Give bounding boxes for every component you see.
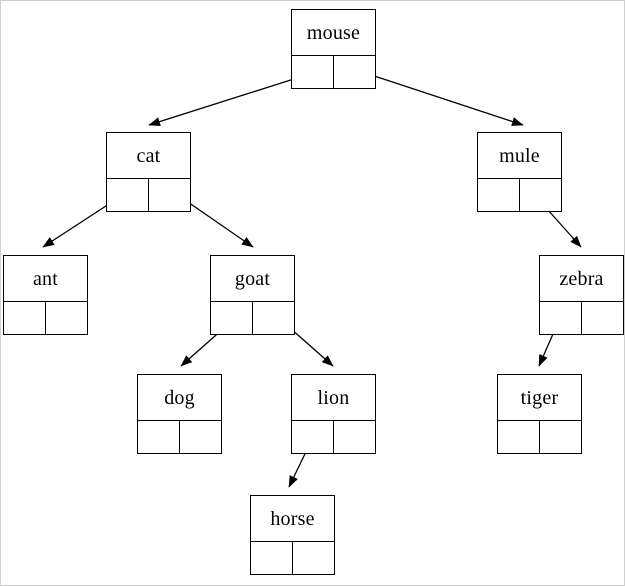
left-pointer-cell	[292, 421, 334, 453]
tree-node-pointer-row	[138, 421, 221, 453]
tree-node-cat[interactable]: cat	[106, 132, 191, 212]
tree-node-pointer-row	[498, 421, 581, 453]
right-pointer-cell	[149, 179, 190, 211]
tree-node-tiger[interactable]: tiger	[497, 374, 582, 454]
right-pointer-cell	[582, 302, 623, 334]
tree-node-goat[interactable]: goat	[210, 255, 295, 335]
tree-node-pointer-row	[292, 421, 375, 453]
tree-node-horse[interactable]: horse	[250, 495, 335, 575]
left-pointer-cell	[540, 302, 582, 334]
right-pointer-cell	[180, 421, 221, 453]
left-pointer-cell	[251, 542, 293, 574]
left-pointer-cell	[211, 302, 253, 334]
tree-node-label: goat	[211, 256, 294, 302]
left-pointer-cell	[138, 421, 180, 453]
tree-node-pointer-row	[107, 179, 190, 211]
tree-node-zebra[interactable]: zebra	[539, 255, 624, 335]
tree-node-label: mouse	[292, 10, 375, 56]
tree-node-label: zebra	[540, 256, 623, 302]
tree-node-pointer-row	[211, 302, 294, 334]
tree-node-dog[interactable]: dog	[137, 374, 222, 454]
right-pointer-cell	[520, 179, 561, 211]
tree-edge-mouse-to-mule	[352, 68, 524, 126]
tree-node-label: dog	[138, 375, 221, 421]
right-pointer-cell	[293, 542, 334, 574]
tree-node-label: tiger	[498, 375, 581, 421]
tree-node-pointer-row	[292, 56, 375, 88]
tree-node-label: lion	[292, 375, 375, 421]
left-pointer-cell	[498, 421, 540, 453]
tree-node-lion[interactable]: lion	[291, 374, 376, 454]
left-pointer-cell	[292, 56, 334, 88]
tree-node-label: horse	[251, 496, 334, 542]
right-pointer-cell	[334, 56, 375, 88]
right-pointer-cell	[540, 421, 581, 453]
tree-node-pointer-row	[251, 542, 334, 574]
tree-node-ant[interactable]: ant	[3, 255, 88, 335]
tree-node-label: mule	[478, 133, 561, 179]
tree-node-label: ant	[4, 256, 87, 302]
tree-node-pointer-row	[540, 302, 623, 334]
tree-node-pointer-row	[4, 302, 87, 334]
right-pointer-cell	[253, 302, 294, 334]
left-pointer-cell	[107, 179, 149, 211]
tree-node-mouse[interactable]: mouse	[291, 9, 376, 89]
tree-node-mule[interactable]: mule	[477, 132, 562, 212]
left-pointer-cell	[4, 302, 46, 334]
tree-node-pointer-row	[478, 179, 561, 211]
right-pointer-cell	[46, 302, 87, 334]
right-pointer-cell	[334, 421, 375, 453]
left-pointer-cell	[478, 179, 520, 211]
tree-node-label: cat	[107, 133, 190, 179]
